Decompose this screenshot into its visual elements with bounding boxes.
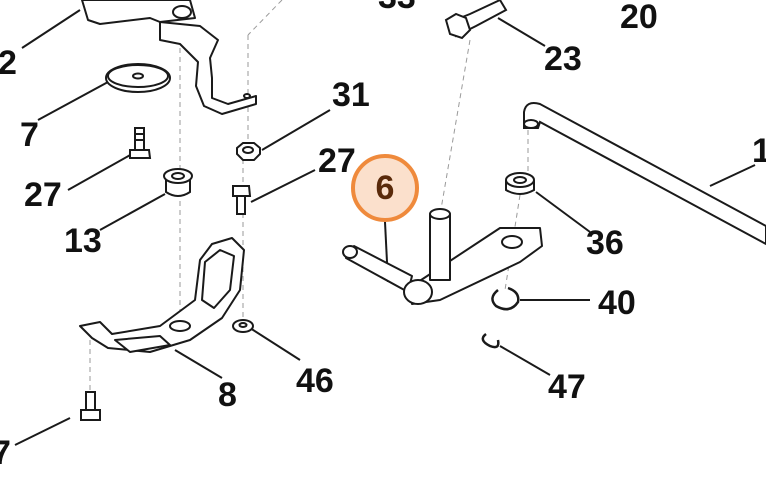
callout-8[interactable]: 8 (218, 376, 237, 414)
snap-ring-40 (491, 286, 520, 311)
callout-47[interactable]: 47 (548, 368, 586, 406)
callout-40[interactable]: 40 (598, 284, 636, 322)
pivot-arm-6 (342, 208, 543, 305)
callout-7-top[interactable]: 7 (20, 116, 39, 154)
callout-1[interactable]: 1 (752, 132, 766, 170)
callout-20[interactable]: 20 (620, 0, 658, 36)
callout-46[interactable]: 46 (296, 362, 334, 400)
washer-7 (105, 63, 171, 93)
washer-46 (232, 319, 254, 333)
callout-13[interactable]: 13 (64, 222, 102, 260)
bracket-8 (79, 237, 245, 353)
callout-27-mid[interactable]: 27 (318, 142, 356, 180)
nut-31 (236, 142, 261, 161)
leader-lines (14, 9, 756, 446)
top-bracket (81, 0, 257, 115)
callout-6-highlighted[interactable]: 6 (351, 154, 419, 222)
callout-27-left[interactable]: 27 (24, 176, 62, 214)
callout-31[interactable]: 31 (332, 76, 370, 114)
callout-23[interactable]: 23 (544, 40, 582, 78)
callout-33[interactable]: 33 (378, 0, 416, 14)
bushing-13 (163, 168, 193, 197)
bolt-27-left (129, 127, 152, 159)
bolt-7-bottom (80, 391, 101, 421)
callout-36[interactable]: 36 (586, 224, 624, 262)
clip-47 (481, 333, 500, 349)
bolt-27-mid (232, 185, 252, 215)
callout-7-bottom[interactable]: 7 (0, 434, 11, 472)
bushing-36 (505, 172, 535, 195)
bolt-23 (444, 0, 508, 40)
rod-1 (523, 102, 766, 246)
callout-2[interactable]: 2 (0, 44, 17, 82)
